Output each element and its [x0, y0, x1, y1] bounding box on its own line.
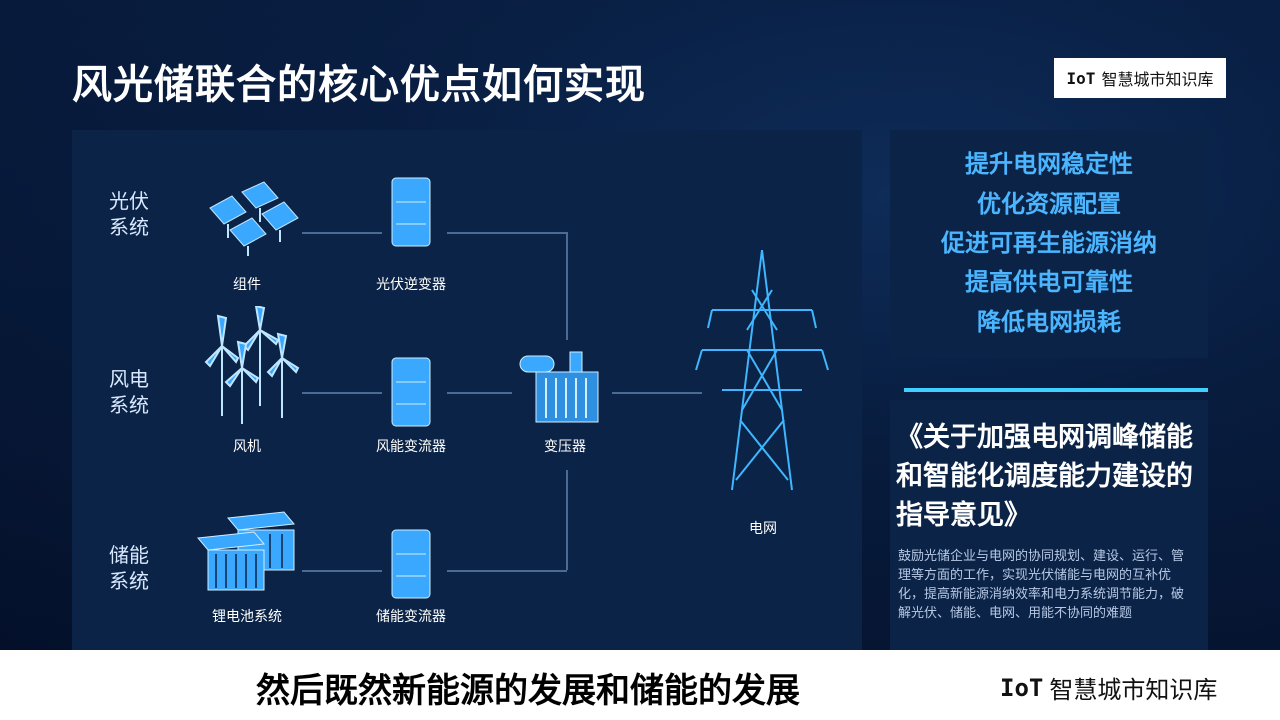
storage-device-caption: 锂电池系统	[212, 609, 282, 625]
wind-converter-icon	[391, 357, 431, 427]
solar-panel-icon	[209, 181, 299, 256]
wind-system-label: 风电系统	[104, 366, 154, 418]
storage-label-line2: 系统	[109, 569, 149, 593]
wind-device-caption: 风机	[233, 439, 261, 455]
pv-system-label: 光伏系统	[104, 188, 154, 240]
storage-converter-caption: 储能变流器	[376, 609, 446, 625]
benefit-item: 降低电网损耗	[977, 308, 1121, 336]
grid-caption: 电网	[749, 521, 777, 537]
benefit-item: 提高供电可靠性	[965, 268, 1133, 296]
pv-inverter-caption: 光伏逆变器	[376, 277, 446, 293]
policy-body: 鼓励光储企业与电网的协同规划、建设、运行、管理等方面的工作，实现光伏储能与电网的…	[898, 549, 1185, 621]
watermark-text: 智慧城市知识库	[1049, 676, 1218, 704]
pv-label-line1: 光伏	[109, 189, 149, 213]
transmission-tower-icon	[695, 250, 829, 491]
policy-panel	[890, 400, 1208, 650]
subtitle-bar	[0, 650, 1280, 720]
pv-inverter-icon	[391, 177, 431, 247]
policy-title: 《关于加强电网调峰储能和智能化调度能力建设的指导意见》	[896, 422, 1193, 531]
video-frame: 风光储联合的核心优点如何实现 IoT 智慧城市知识库 光伏系统 风电系统 储能系…	[0, 0, 1280, 650]
brand-badge: IoT 智慧城市知识库	[1054, 58, 1226, 98]
benefit-item: 促进可再生能源消纳	[941, 229, 1157, 257]
benefits-panel	[890, 130, 1208, 358]
wind-label-line1: 风电	[109, 367, 149, 391]
transformer-caption: 变压器	[544, 439, 586, 455]
pv-device-caption: 组件	[233, 277, 261, 293]
benefit-item: 提升电网稳定性	[965, 150, 1133, 178]
battery-container-icon	[197, 511, 295, 591]
brand-name: 智慧城市知识库	[1101, 70, 1214, 89]
pv-label-line2: 系统	[109, 215, 149, 239]
watermark: IoT 智慧城市知识库	[1000, 670, 1217, 705]
section-divider	[904, 388, 1208, 392]
iot-logo-icon: IoT	[1000, 673, 1044, 702]
slide-title: 风光储联合的核心优点如何实现	[72, 62, 646, 108]
wind-turbine-icon	[204, 306, 300, 424]
benefit-item: 优化资源配置	[977, 190, 1121, 218]
storage-label-line1: 储能	[109, 543, 149, 567]
transformer-icon	[519, 351, 599, 423]
iot-logo-icon: IoT	[1066, 68, 1096, 88]
wind-converter-caption: 风能变流器	[376, 439, 446, 455]
subtitle-text: 然后既然新能源的发展和储能的发展	[256, 671, 800, 711]
system-diagram: 光伏系统 风电系统 储能系统 组件 光伏逆变器	[72, 130, 862, 650]
storage-system-label: 储能系统	[104, 542, 154, 594]
storage-converter-icon	[391, 529, 431, 599]
wind-label-line2: 系统	[109, 393, 149, 417]
